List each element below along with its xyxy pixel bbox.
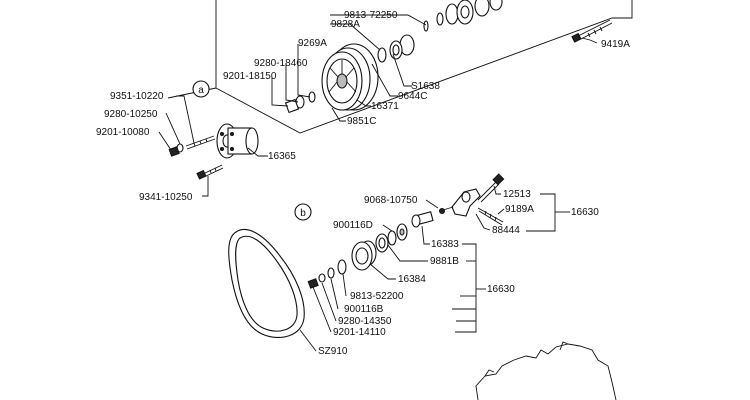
label-9068-10750: 9068-10750 — [364, 195, 418, 206]
label-9269A: 9269A — [298, 38, 327, 49]
engine-outline — [475, 341, 617, 400]
label-S1638: S1638 — [411, 81, 440, 92]
label-900116B: 900116B — [344, 304, 384, 315]
callout-b-text: b — [300, 208, 306, 219]
label-9881B: 9881B — [430, 256, 459, 267]
tensioner-assembly — [307, 173, 505, 289]
upper-pulley-parts — [284, 0, 613, 114]
label-16383: 16383 — [431, 239, 459, 250]
label-16630-top: 16630 — [571, 207, 599, 218]
label-12513: 12513 — [503, 189, 531, 200]
callout-a-text: a — [198, 85, 204, 96]
upper-assembly-frame — [167, 0, 633, 134]
label-900116D: 900116D — [333, 220, 373, 231]
label-9201-18150: 9201-18150 — [223, 71, 277, 82]
label-9189A: 9189A — [505, 204, 534, 215]
label-9419A: 9419A — [601, 39, 630, 50]
part-labels: 9813-72250 9828A 9419A 9269A 9280-18460 … — [96, 10, 630, 357]
label-9351-10220: 9351-10220 — [110, 91, 164, 102]
label-9828A: 9828A — [331, 19, 360, 30]
label-9201-10080: 9201-10080 — [96, 127, 150, 138]
hub-assembly — [168, 123, 259, 180]
label-9201-14110: 9201-14110 — [333, 327, 386, 338]
label-9280-14350: 9280-14350 — [338, 316, 392, 327]
label-16365: 16365 — [268, 151, 296, 162]
label-88444: 88444 — [492, 225, 520, 236]
leader-lines — [158, 14, 598, 352]
label-9280-10250: 9280-10250 — [104, 109, 158, 120]
label-9813-72250: 9813-72250 — [344, 10, 398, 21]
label-16371: 16371 — [371, 101, 399, 112]
label-9341-10250: 9341-10250 — [139, 192, 193, 203]
label-SZ910: SZ910 — [318, 346, 348, 357]
callout-b: b — [294, 203, 312, 221]
label-16630-mid: 16630 — [487, 284, 515, 295]
callout-a: a — [192, 80, 210, 98]
v-belt — [228, 229, 305, 338]
label-9813-52200: 9813-52200 — [350, 291, 404, 302]
label-9851C: 9851C — [347, 116, 376, 127]
label-9644C: 9644C — [398, 91, 427, 102]
label-9280-18460: 9280-18460 — [254, 58, 308, 69]
label-16384: 16384 — [398, 274, 426, 285]
